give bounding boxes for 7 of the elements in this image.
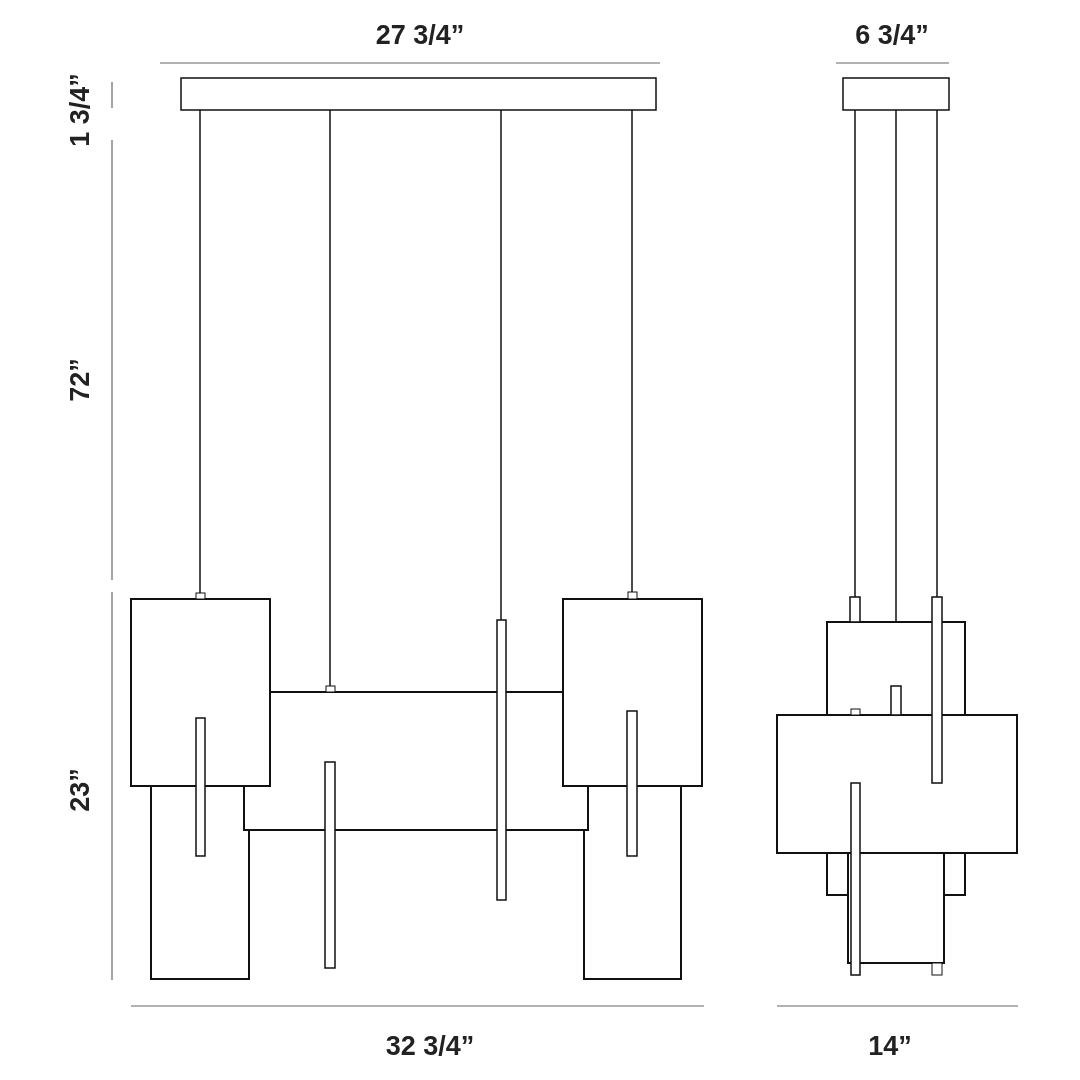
dimension-label: 6 3/4” — [855, 21, 929, 49]
dimension-label: 23” — [66, 768, 94, 812]
dimension-label: 14” — [868, 1032, 912, 1060]
dimension-label: 27 3/4” — [375, 21, 465, 49]
dimension-label: 32 3/4” — [385, 1032, 475, 1060]
dimension-label: 72” — [66, 358, 94, 402]
dimension-label: 1 3/4” — [66, 73, 94, 147]
